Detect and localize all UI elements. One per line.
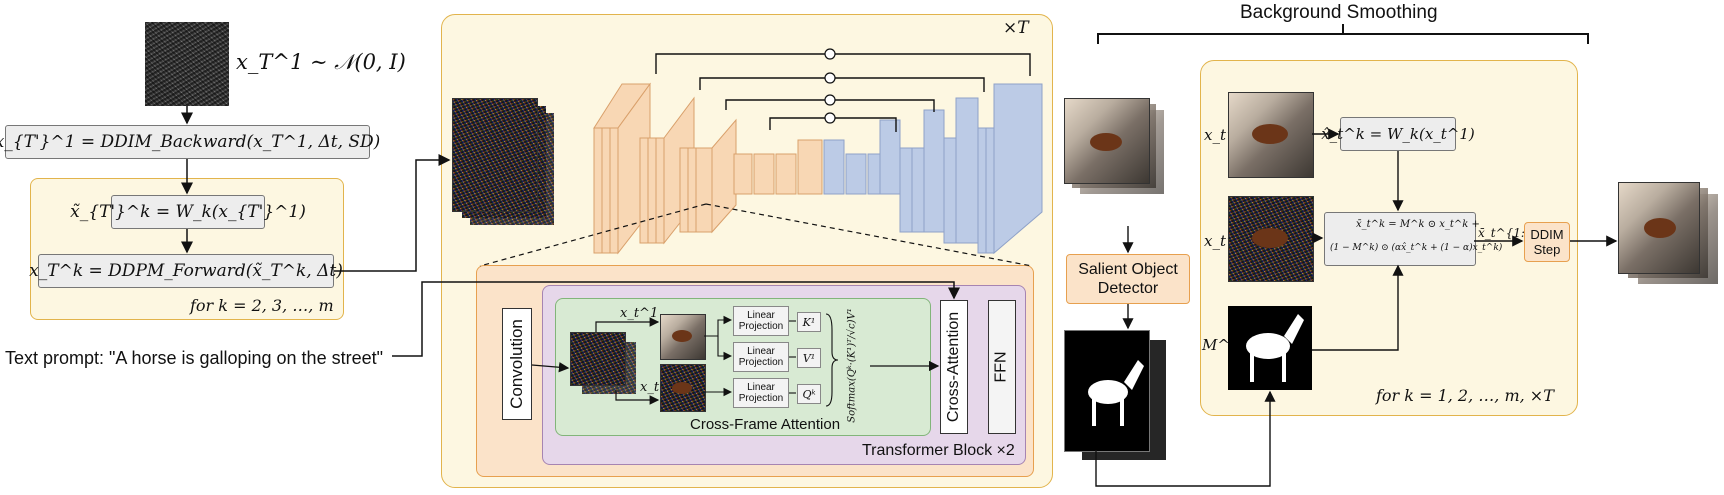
output-stack-front — [1618, 182, 1700, 274]
blend-line-2: (1 − M^k) ⊙ (αx̂_t^k + (1 − α)x_t^k) — [1330, 243, 1503, 253]
warp-hat-box: x̂_t^k = W_k(x_t^1) — [1321, 117, 1475, 151]
background-smoothing-title: Background Smoothing — [1240, 2, 1438, 23]
blend-line-1: x̄_t^k = M^k ⊙ x_t^k + — [1356, 219, 1480, 230]
softmax-formula: Softmax(Qᵏ·(K¹)ᵀ/√c)V¹ — [842, 308, 862, 428]
key-box: K¹ — [797, 312, 821, 332]
attn-frame-k — [660, 364, 706, 412]
query-box: Qᵏ — [797, 384, 821, 404]
blend-box — [1324, 212, 1476, 266]
noise-image — [145, 22, 229, 106]
softmax-formula-text: Softmax(Qᵏ·(K¹)ᵀ/√c)V¹ — [846, 308, 858, 423]
cross-attention-box: Cross-Attention — [940, 300, 968, 434]
noise-equation: x_T^1 ∼ 𝒩(0, I) — [236, 50, 406, 74]
convolution-box: Convolution — [502, 308, 532, 420]
ffn-box: FFN — [988, 300, 1016, 434]
ddim-backward-box: x_{T'}^1 = DDIM_Backward(x_T^1, Δt, SD) — [0, 125, 380, 159]
loop-label-left: for k = 2, 3, …, m — [190, 296, 334, 315]
attn-x1-label: x_t^1 — [620, 306, 659, 321]
times-t-label: ×T — [1003, 18, 1029, 38]
linear-projection-v: Linear Projection — [733, 342, 789, 372]
attn-input-stack-front — [570, 332, 626, 386]
noisy-frame-stack-front — [452, 98, 538, 212]
mask-stack-front — [1064, 330, 1150, 452]
transformer-block-label: Transformer Block ×2 — [862, 442, 1015, 459]
ddim-step-box: DDIM Step — [1524, 222, 1570, 262]
salient-object-detector: Salient Object Detector — [1066, 254, 1190, 304]
loop-label-right: for k = 1, 2, …, m, ×T — [1376, 386, 1554, 405]
warp-box: x̃_{T'}^k = W_k(x_{T'}^1) — [70, 195, 306, 229]
arrow-forward-to-unet — [334, 154, 451, 272]
smooth-mask-k — [1228, 306, 1312, 390]
video-stack-front — [1064, 98, 1150, 184]
text-prompt: Text prompt: "A horse is galloping on th… — [5, 348, 383, 368]
cross-attention-label: Cross-Attention — [945, 311, 963, 423]
convolution-label: Convolution — [507, 319, 526, 409]
background-smoothing-brace — [1097, 24, 1589, 44]
value-box: V¹ — [797, 348, 821, 368]
ffn-label: FFN — [993, 351, 1011, 383]
ddpm-forward-box: x_T^k = DDPM_Forward(x̃_T^k, Δt) — [29, 254, 343, 288]
linear-projection-k: Linear Projection — [733, 306, 789, 336]
smooth-frame-k — [1228, 196, 1314, 282]
linear-projection-q: Linear Projection — [733, 378, 789, 408]
smooth-frame-1 — [1228, 92, 1314, 178]
attn-frame-1 — [660, 314, 706, 360]
cross-frame-attention-label: Cross-Frame Attention — [690, 416, 841, 433]
